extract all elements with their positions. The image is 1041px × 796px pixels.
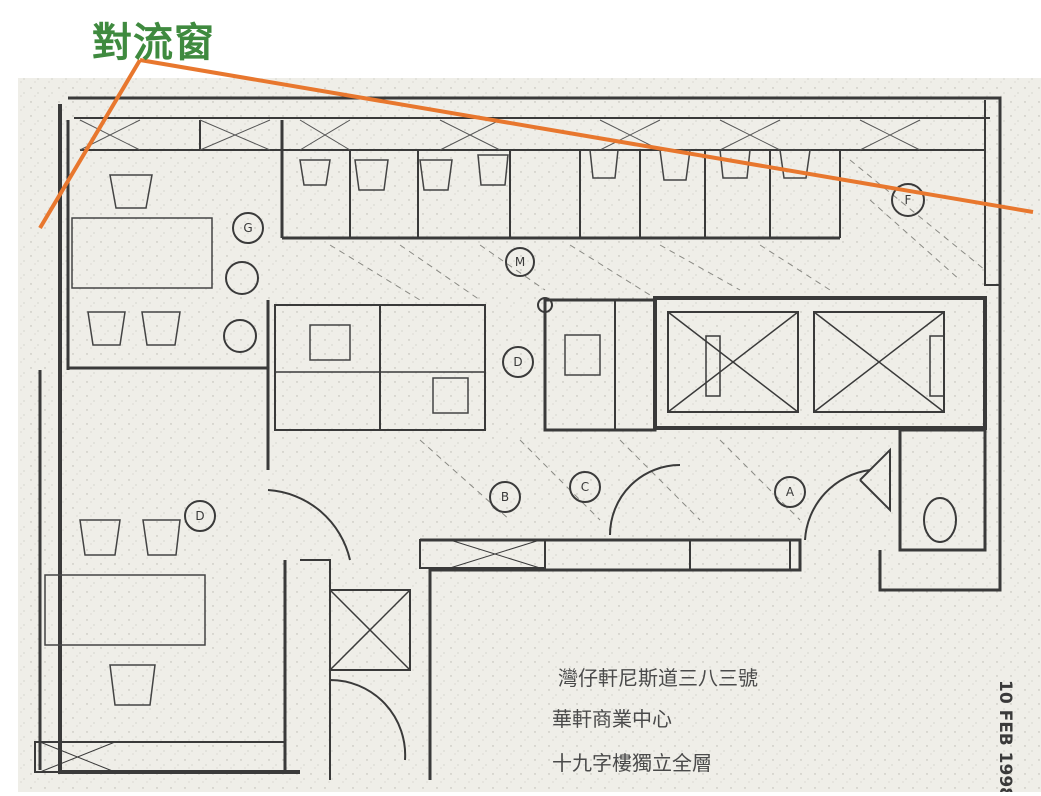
- ceiling-symbols: [184, 183, 925, 532]
- address-line-3: 十九字樓獨立全層: [552, 751, 712, 775]
- furniture: [44, 149, 811, 706]
- paper-sheet: [18, 78, 1041, 792]
- annotation-pointer-line: [38, 58, 142, 230]
- annotation-lines: [38, 58, 1034, 230]
- door-swings: [267, 447, 891, 761]
- symbol-letters: G M D B C A D F: [195, 193, 911, 523]
- date-stamp: 10 FEB 1998: [995, 680, 1015, 792]
- svg-text:C: C: [581, 480, 589, 494]
- annotation-label: 對流窗: [92, 19, 215, 66]
- svg-text:B: B: [501, 490, 509, 504]
- svg-text:M: M: [515, 255, 525, 269]
- svg-text:G: G: [243, 221, 252, 235]
- top-office-partitions: [199, 120, 841, 238]
- address-line-2: 華軒商業中心: [552, 707, 672, 731]
- svg-text:D: D: [513, 355, 522, 369]
- svg-text:A: A: [786, 485, 795, 499]
- floor-hatching: [329, 159, 986, 521]
- svg-text:F: F: [905, 193, 912, 207]
- annotation-pointer-line: [139, 58, 1034, 214]
- address-line-1: 灣仔軒尼斯道三八三號: [558, 666, 758, 690]
- address-block: 灣仔軒尼斯道三八三號 華軒商業中心 十九字樓獨立全層: [552, 666, 758, 775]
- walls: [34, 96, 1002, 780]
- svg-text:D: D: [195, 509, 204, 523]
